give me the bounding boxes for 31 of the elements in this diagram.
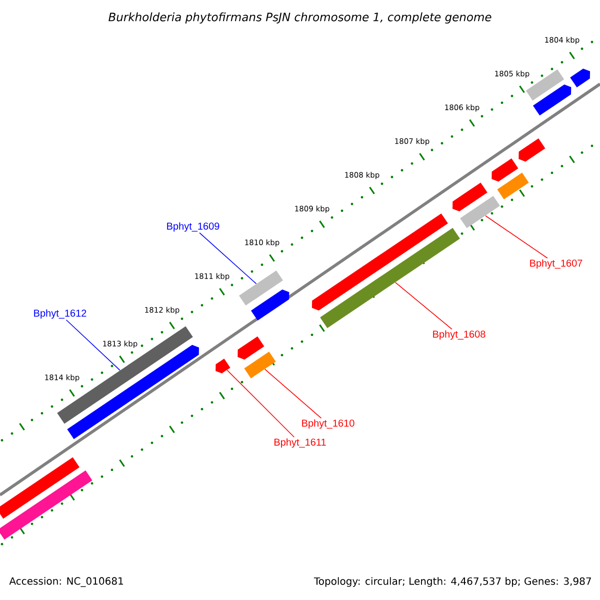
footer-text: Accession: NC_010681 — [9, 577, 123, 587]
gene-bar — [244, 352, 276, 378]
footer-text: Topology: circular; Length: 4,467,537 bp; Genes: 3,987 — [314, 577, 591, 587]
gene-bar — [320, 228, 460, 328]
gene-label: Bphyt_1608 — [433, 330, 486, 340]
leader-line — [264, 368, 322, 419]
gene-label: Bphyt_1609 — [167, 222, 220, 232]
leader-line — [485, 215, 548, 259]
gene-label: Bphyt_1607 — [530, 259, 582, 269]
gene-label: Bphyt_1612 — [34, 309, 86, 319]
leader-line — [226, 370, 295, 438]
gene-bar — [0, 470, 92, 540]
gene-feature — [216, 358, 230, 374]
gene-bar — [460, 196, 500, 228]
gene-feature — [532, 84, 572, 116]
leader-line — [199, 232, 257, 284]
gene-label: Bphyt_1611 — [274, 438, 326, 448]
gene-feature — [238, 336, 264, 360]
gene-bar — [239, 270, 283, 306]
title: Burkholderia phytofirmans PsJN chromosome 1, complete genome — [108, 12, 492, 24]
gene-feature — [452, 182, 488, 212]
gene-feature — [492, 158, 518, 182]
gene-bar — [497, 172, 529, 200]
gene-feature — [312, 213, 448, 311]
gene-feature — [570, 68, 590, 88]
gene-feature — [250, 289, 290, 321]
gene-bar — [0, 457, 80, 519]
leader-line — [395, 282, 452, 330]
leader-line — [66, 319, 120, 371]
gene-label: Bphyt_1610 — [302, 419, 354, 429]
gene-feature — [518, 138, 546, 162]
